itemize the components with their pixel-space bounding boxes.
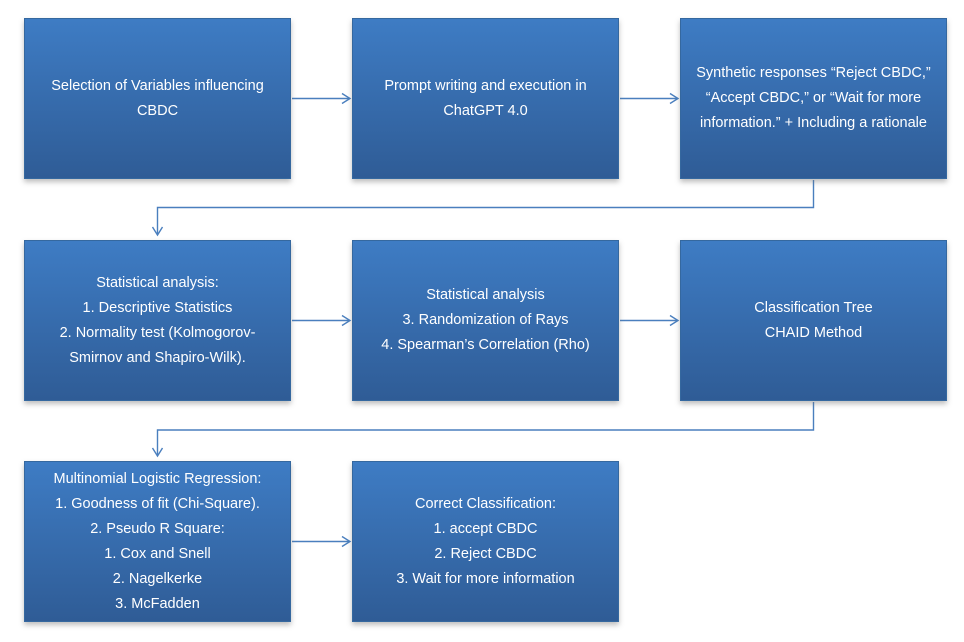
- flow-box-statistical-analysis-1: Statistical analysis: 1. Descriptive Stat…: [24, 240, 291, 401]
- box-text-line: Correct Classification:: [414, 495, 556, 512]
- connector-synthetic-to-statistical1: [151, 180, 815, 237]
- box-text-line: 2. Reject CBDC: [434, 545, 537, 562]
- box-text-line: 1. Goodness of fit (Chi-Square).: [55, 495, 260, 512]
- box-text-line: 1. Descriptive Statistics: [82, 299, 233, 316]
- box-text-line: Selection of Variables influencing: [51, 77, 264, 94]
- box-text-line: Synthetic responses “Reject CBDC,”: [696, 65, 931, 81]
- box-text-line: Smirnov and Shapiro-Wilk).: [69, 349, 246, 366]
- box-text-line: 3. Wait for more information: [396, 570, 575, 587]
- box-text-line: 2. Pseudo R Square:: [90, 520, 225, 537]
- box-text-line: information.” + Including a rationale: [700, 115, 927, 131]
- box-text-line: CBDC: [136, 102, 179, 119]
- flow-box-correct-classification: Correct Classification: 1. accept CBDC 2. …: [352, 461, 619, 622]
- box-text-line: Prompt writing and execution in: [384, 77, 587, 94]
- box-text-line: Statistical analysis:: [96, 274, 219, 291]
- box-text-line: “Accept CBDC,” or “Wait for more: [705, 90, 922, 106]
- box-text-line: 2. Nagelkerke: [112, 570, 203, 587]
- flow-box-synthetic-responses: Synthetic responses “Reject CBDC,” “Accep…: [680, 18, 947, 179]
- connector-classification-to-regression: [151, 402, 815, 458]
- box-text-line: Classification Tree: [754, 299, 873, 316]
- box-text-line: Multinomial Logistic Regression:: [53, 470, 262, 487]
- box-text-line: 3. McFadden: [115, 595, 200, 612]
- flow-box-statistical-analysis-2: Statistical analysis 3. Randomization of …: [352, 240, 619, 401]
- flow-box-multinomial-regression: Multinomial Logistic Regression: 1. Goodn…: [24, 461, 291, 622]
- box-text-line: Statistical analysis: [426, 287, 545, 303]
- box-text-line: ChatGPT 4.0: [443, 102, 528, 119]
- box-text-line: CHAID Method: [764, 324, 863, 341]
- flow-box-prompt-writing: Prompt writing and execution in ChatGPT 4…: [352, 18, 619, 179]
- box-text-line: 1. Cox and Snell: [104, 545, 211, 562]
- box-text-line: 2. Normality test (Kolmogorov-: [59, 324, 256, 341]
- box-text-line: 3. Randomization of Rays: [402, 312, 569, 328]
- box-text-line: 1. accept CBDC: [433, 520, 538, 537]
- box-text-line: 4. Spearman’s Correlation (Rho): [381, 337, 590, 353]
